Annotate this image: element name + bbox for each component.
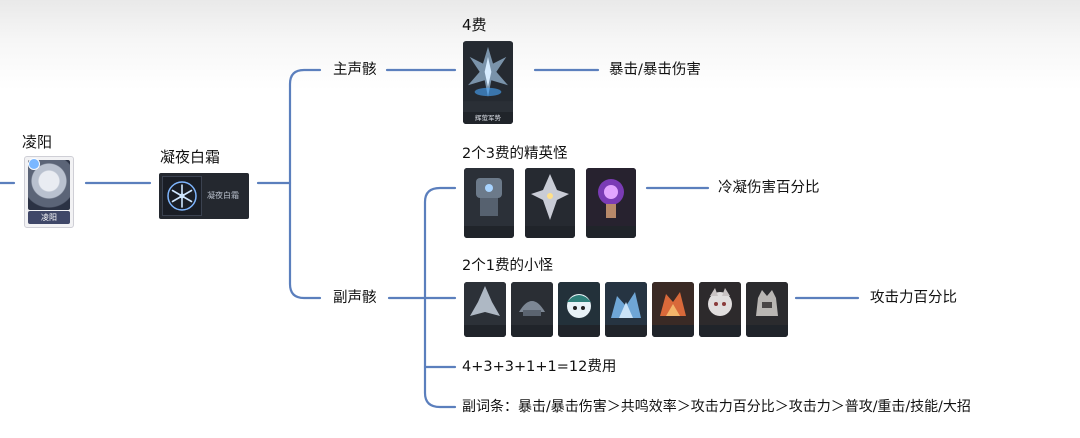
main-echo-card[interactable]: 辉萤军势 [463, 41, 513, 124]
cost-formula: 4+3+3+1+1=12费用 [462, 359, 617, 375]
minor-echo-art-2 [511, 282, 553, 326]
elite-echo-label: 2个3费的精英怪 [462, 146, 568, 162]
minor-echo-art-7 [746, 282, 788, 326]
substat-priority: 副词条：暴击/暴击伤害＞共鸣效率＞攻击力百分比＞攻击力＞普攻/重击/技能/大招 [462, 399, 971, 415]
minor-echo-card-1[interactable] [464, 282, 506, 337]
elite-echo-card-3[interactable] [586, 168, 636, 238]
minor-echo-caption-7 [746, 325, 788, 337]
minor-echo-stat: 攻击力百分比 [870, 290, 957, 306]
elite-echo-art-2 [525, 168, 575, 226]
minor-echo-art-6 [699, 282, 741, 326]
connector-sub-branches [423, 186, 457, 409]
minor-echo-art-1 [464, 282, 506, 326]
main-echo-cost: 4费 [462, 16, 487, 34]
minor-echo-label: 2个1费的小怪 [462, 258, 553, 274]
minor-echo-caption-2 [511, 325, 553, 337]
element-badge-icon [28, 158, 40, 170]
main-echo-label: 主声骸 [333, 62, 377, 78]
weapon-card[interactable]: 凝夜白霜 [159, 173, 249, 219]
character-card-caption: 凌阳 [28, 211, 70, 224]
main-echo-caption: 辉萤军势 [463, 112, 513, 124]
snowflake-icon [162, 176, 202, 216]
minor-echo-caption-4 [605, 325, 647, 337]
minor-echo-art-5 [652, 282, 694, 326]
elite-echo-stat: 冷凝伤害百分比 [718, 180, 820, 196]
minor-echo-art-3 [558, 282, 600, 326]
elite-echo-art-3 [586, 168, 636, 226]
minor-echo-art-4 [605, 282, 647, 326]
minor-echo-card-2[interactable] [511, 282, 553, 337]
elite-echo-caption-1 [464, 226, 514, 238]
main-echo-art [463, 41, 513, 102]
minor-echo-card-3[interactable] [558, 282, 600, 337]
main-echo-stat: 暴击/暴击伤害 [609, 62, 701, 78]
minor-echo-card-7[interactable] [746, 282, 788, 337]
elite-echo-card-1[interactable] [464, 168, 514, 238]
minor-echo-card-4[interactable] [605, 282, 647, 337]
weapon-card-caption: 凝夜白霜 [207, 191, 239, 200]
minor-echo-caption-5 [652, 325, 694, 337]
minor-echo-caption-6 [699, 325, 741, 337]
minor-echo-card-5[interactable] [652, 282, 694, 337]
character-avatar-card[interactable]: 凌阳 [24, 156, 74, 228]
connector-trunk-main [288, 68, 322, 300]
elite-echo-art-1 [464, 168, 514, 226]
weapon-name: 凝夜白霜 [160, 148, 221, 166]
elite-echo-caption-2 [525, 226, 575, 238]
elite-echo-card-2[interactable] [525, 168, 575, 238]
minor-echo-caption-3 [558, 325, 600, 337]
character-name: 凌阳 [22, 133, 53, 151]
minor-echo-card-6[interactable] [699, 282, 741, 337]
elite-echo-caption-3 [586, 226, 636, 238]
minor-echo-caption-1 [464, 325, 506, 337]
sub-echo-label: 副声骸 [333, 290, 377, 306]
